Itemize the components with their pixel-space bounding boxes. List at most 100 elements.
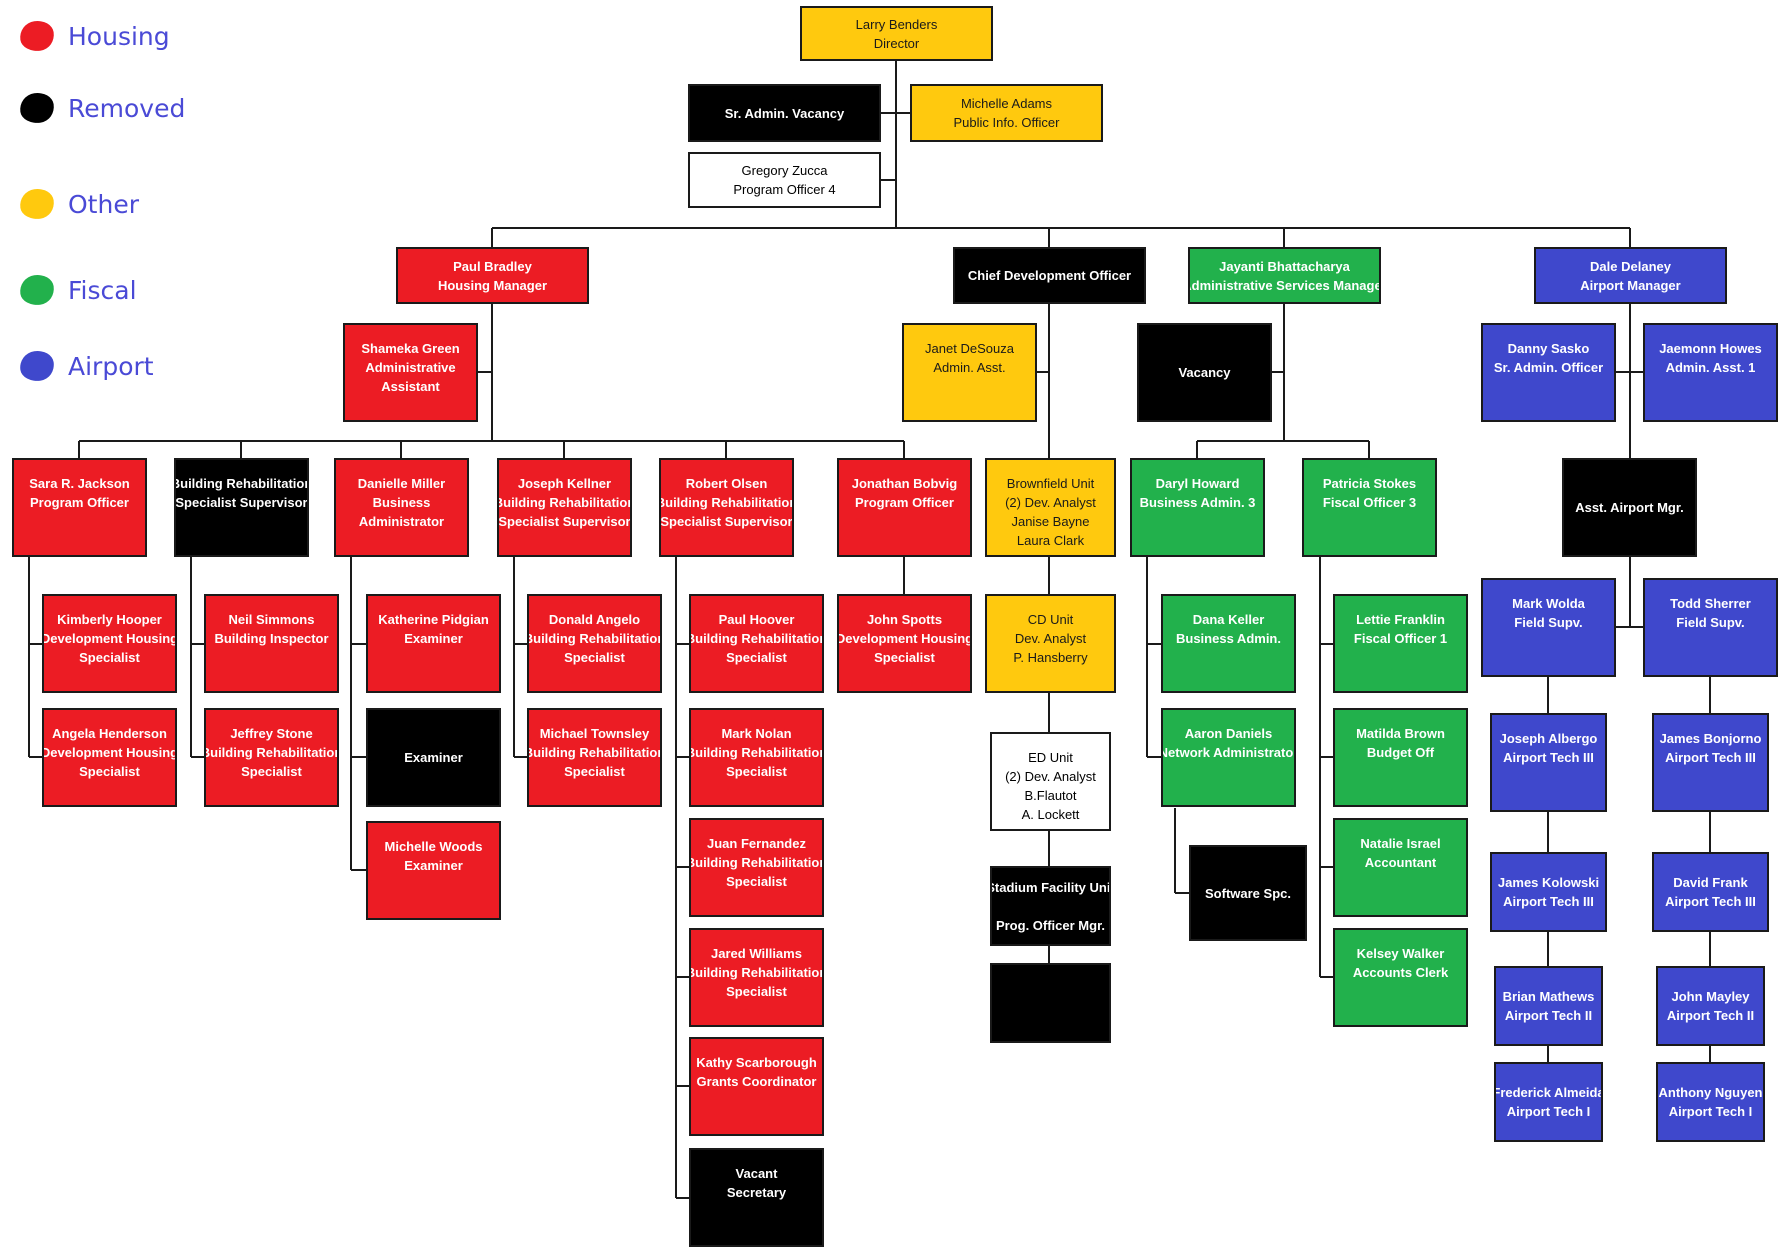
org-node-text: Neil Simmons [228, 612, 315, 627]
org-node-stadium-facility-unit: Stadium Facility Unit Prog. Officer Mgr. [990, 866, 1111, 946]
org-node-text: B.Flautot [1024, 788, 1077, 803]
org-node-text: Brownfield Unit [1006, 476, 1095, 491]
legend-swatch-icon [18, 272, 56, 308]
org-node-text: Shameka Green [361, 341, 460, 356]
org-node-text: Vacancy [1178, 365, 1231, 380]
org-node-text: Building Rehabilitation [527, 745, 662, 760]
org-node-text: Patricia Stokes [1322, 476, 1417, 491]
org-node-text: (2) Dev. Analyst [1005, 495, 1096, 510]
legend-swatch-icon [18, 90, 56, 126]
org-node-text: Airport Tech III [1503, 894, 1594, 909]
org-node-text: Business [372, 495, 431, 510]
org-node-text: Frederick Almeida [1494, 1085, 1603, 1100]
org-node-text: Specialist [564, 650, 625, 665]
org-node-text: Business Admin. 3 [1139, 495, 1256, 510]
org-node-text: (2) Dev. Analyst [1005, 769, 1096, 784]
org-node-text: Danny Sasko [1507, 341, 1590, 356]
org-node-text: Building Rehabilitation [659, 495, 794, 510]
org-node-text [1049, 994, 1053, 1013]
org-node-text: Airport Tech III [1665, 894, 1756, 909]
org-node-text: Jayanti Bhattacharya [1219, 258, 1350, 274]
org-node-text: Development Housing [42, 745, 177, 760]
org-node-text: Administrative Services Manager [1188, 277, 1381, 293]
org-node-fiscal-vacancy: Vacancy [1137, 323, 1272, 422]
org-node-text: John Spotts [866, 612, 943, 627]
org-node-text: A. Lockett [1021, 807, 1080, 822]
org-node-text: Natalie Israel [1360, 836, 1441, 851]
org-node-text: Airport Tech III [1503, 750, 1594, 765]
org-node-text: Specialist Supervisor [498, 514, 631, 529]
org-node-text: Building Rehabilitation [527, 631, 662, 646]
org-node-text: Airport Tech II [1666, 1008, 1755, 1023]
org-node-text: Director [873, 35, 920, 51]
org-node-text: Administrator [358, 514, 445, 529]
org-node-text: ED Unit [1028, 750, 1073, 765]
org-node-text: Assistant [381, 379, 440, 394]
org-node-text: Budget Off [1366, 745, 1435, 760]
org-node-text: Examiner [404, 631, 463, 646]
org-node-text: Katherine Pidgian [378, 612, 489, 627]
org-node-text: Jared Williams [711, 946, 802, 961]
org-node-text: Specialist [726, 984, 787, 999]
org-node-text: Accounts Clerk [1352, 965, 1449, 980]
org-node-text: Admin. Asst. 1 [1665, 360, 1756, 375]
org-node-text: Building Rehabilitation [174, 476, 309, 491]
org-node-text: Airport Tech I [1668, 1104, 1753, 1119]
org-node-h3-b: Examiner [366, 708, 501, 807]
org-node-text: Specialist [564, 764, 625, 779]
org-node-text: Daryl Howard [1155, 476, 1240, 491]
org-node-text: Specialist [79, 650, 140, 665]
org-node-text: Michael Townsley [539, 726, 650, 741]
org-node-text: Building Inspector [214, 631, 329, 646]
org-node-text: Building Rehabilitation [689, 745, 824, 760]
org-node-text: Specialist [726, 650, 787, 665]
org-node-text: Angela Henderson [52, 726, 167, 741]
org-node-text: Building Rehabilitation [689, 855, 824, 870]
org-node-text: Laura Clark [1016, 533, 1085, 548]
org-node-text: James Bonjorno [1659, 731, 1762, 746]
org-node-text: Examiner [404, 750, 463, 765]
org-node-text: Chief Development Officer [967, 268, 1132, 283]
org-node-text: Software Spc. [1205, 885, 1291, 901]
org-node-text: Mark Wolda [1512, 596, 1585, 611]
legend-item-airport: Airport [18, 344, 154, 388]
org-node-text: Joseph Kellner [517, 476, 612, 491]
org-node-text: Joseph Albergo [1499, 731, 1598, 746]
org-node-text: Gregory Zucca [741, 163, 828, 178]
legend-label: Fiscal [68, 275, 137, 305]
org-node-text: Building Rehabilitation [204, 745, 339, 760]
org-node-text: David Frank [1673, 875, 1748, 890]
org-node-text: Paul Bradley [453, 258, 532, 274]
org-node-text: Building Rehabilitation [689, 965, 824, 980]
org-node-text: Airport Tech III [1665, 750, 1756, 765]
org-node-text: Development Housing [837, 631, 972, 646]
